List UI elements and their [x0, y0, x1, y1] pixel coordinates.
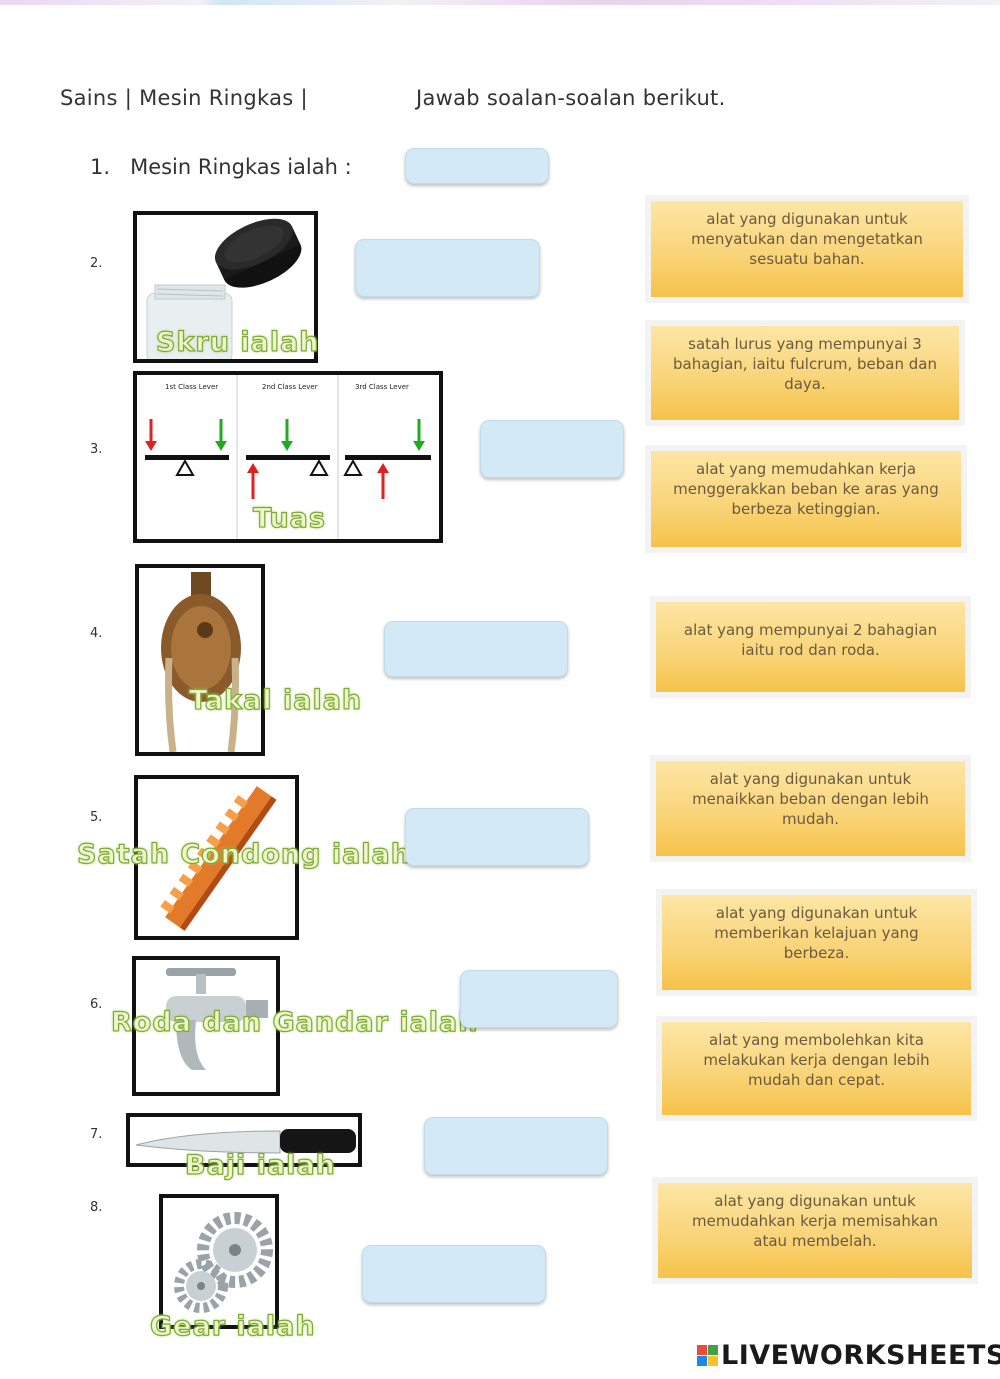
question-8-number: 8.	[90, 1200, 103, 1215]
answer-card-4[interactable]: alat yang mempunyai 2 bahagian iaitu rod…	[650, 596, 971, 698]
pulley-illustration	[161, 572, 241, 752]
inclined-plane-image	[134, 775, 299, 940]
pulley-label: Takal ialah	[188, 684, 363, 716]
answer-card-7[interactable]: alat yang membolehkan kita melakukan ker…	[656, 1016, 977, 1121]
answer-dropbox-7[interactable]	[424, 1117, 608, 1175]
answer-dropbox-4[interactable]	[384, 621, 568, 677]
lever-image: 1st Class Lever 2nd Class Lever 3rd Clas…	[133, 371, 443, 543]
inclined-plane-label: Satah Condong ialah	[76, 838, 411, 870]
lever-title-1: 1st Class Lever	[165, 383, 219, 391]
lever-diagram	[145, 375, 431, 539]
question-3-number: 3.	[90, 442, 103, 457]
question-7-number: 7.	[90, 1127, 103, 1142]
answer-dropbox-5[interactable]	[405, 808, 589, 866]
answer-card-3[interactable]: alat yang memudahkan kerja menggerakkan …	[645, 445, 967, 553]
jar-lid-illustration	[146, 218, 302, 359]
answer-dropbox-3[interactable]	[480, 420, 624, 478]
liveworksheets-logo-icon: ​​ ​​	[697, 1345, 718, 1366]
top-color-bar	[0, 0, 1000, 5]
question-1-number: 1.	[90, 155, 111, 179]
answer-card-2[interactable]: satah lurus yang mempunyai 3 bahagian, i…	[645, 320, 965, 426]
answer-dropbox-1[interactable]	[405, 148, 549, 184]
stairs-illustration	[160, 786, 277, 931]
answer-card-8[interactable]: alat yang digunakan untuk memudahkan ker…	[652, 1177, 978, 1284]
pulley-image	[135, 564, 265, 756]
answer-dropbox-6[interactable]	[460, 970, 618, 1028]
answer-card-6[interactable]: alat yang digunakan untuk memberikan kel…	[656, 889, 977, 996]
gear-label: Gear ialah	[149, 1310, 316, 1342]
lever-title-3: 3rd Class Lever	[355, 383, 409, 391]
question-6-number: 6.	[90, 997, 103, 1012]
worksheet-instruction: Jawab soalan-soalan berikut.	[416, 86, 726, 110]
gears-illustration	[174, 1212, 273, 1313]
answer-card-1[interactable]: alat yang digunakan untuk menyatukan dan…	[645, 195, 969, 303]
knife-illustration	[135, 1129, 356, 1154]
question-1: 1. Mesin Ringkas ialah :	[90, 155, 352, 179]
question-4-number: 4.	[90, 626, 103, 641]
screw-label: Skru ialah	[155, 326, 320, 358]
liveworksheets-logo: ​​ ​​ LIVEWORKSHEETS	[697, 1340, 1000, 1371]
question-2-number: 2.	[90, 256, 103, 271]
lever-label: Tuas	[252, 502, 326, 534]
question-1-text: Mesin Ringkas ialah :	[130, 155, 352, 179]
worksheet-subject: Sains | Mesin Ringkas |	[60, 86, 308, 110]
gear-image	[159, 1194, 279, 1329]
question-5-number: 5.	[90, 810, 103, 825]
wheel-axle-label: Roda dan Gandar ialah	[110, 1006, 479, 1038]
wedge-label: Baji ialah	[184, 1149, 336, 1181]
liveworksheets-brand: LIVEWORKSHEETS	[721, 1340, 1000, 1371]
answer-dropbox-8[interactable]	[362, 1245, 546, 1303]
lever-title-2: 2nd Class Lever	[262, 383, 318, 391]
tap-illustration	[166, 968, 268, 1070]
wheel-axle-image	[132, 956, 280, 1096]
answer-card-5[interactable]: alat yang digunakan untuk menaikkan beba…	[650, 755, 971, 862]
answer-dropbox-2[interactable]	[355, 239, 540, 297]
screw-image	[133, 211, 318, 363]
wedge-image	[126, 1113, 362, 1167]
